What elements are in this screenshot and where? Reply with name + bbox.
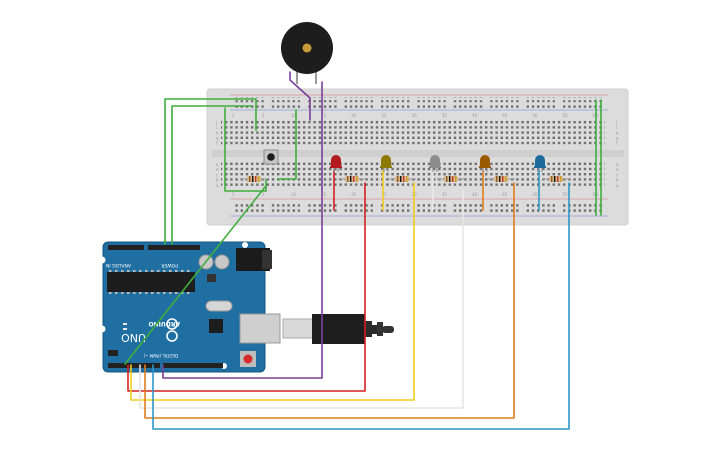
column-number: 5 <box>262 192 265 197</box>
arduino-uno-board[interactable]: POWER ANALOG IN ARDUINO UNO <box>98 241 281 373</box>
row-letter: a <box>616 183 619 188</box>
row-letter: h <box>216 130 219 135</box>
crystal-oscillator <box>205 300 233 312</box>
wire-red[interactable] <box>127 182 366 392</box>
column-number: 15 <box>321 192 327 197</box>
dc-power-jack[interactable] <box>236 248 270 271</box>
row-letter: e <box>216 162 219 167</box>
power-header[interactable] <box>148 245 200 250</box>
column-number: 55 <box>563 113 569 118</box>
column-number: 20 <box>351 192 357 197</box>
wire-white[interactable] <box>139 189 464 409</box>
resistor[interactable] <box>487 176 515 182</box>
column-number: 40 <box>472 113 478 118</box>
row-letter: h <box>616 130 619 135</box>
analog-header-label: ANALOG IN <box>106 262 131 268</box>
bottom-power-rail-2[interactable] <box>234 208 604 214</box>
resistor[interactable] <box>240 176 268 182</box>
column-number: 1 <box>232 192 235 197</box>
atmega-chip <box>107 272 195 292</box>
terminal-block-bottom[interactable] <box>221 162 605 188</box>
capacitor <box>214 254 230 270</box>
arduino-logo-text: ARDUINO <box>149 320 180 327</box>
wire-yellow[interactable] <box>130 182 415 401</box>
top-power-rail-2[interactable] <box>234 103 604 109</box>
column-number: 1 <box>232 113 235 118</box>
top-power-rail-1[interactable] <box>234 97 604 103</box>
column-number: 15 <box>321 113 327 118</box>
column-number: 35 <box>442 192 448 197</box>
row-letter: e <box>616 162 619 167</box>
led-yellow[interactable] <box>380 155 392 172</box>
wire-blue[interactable] <box>152 182 570 430</box>
column-number: 45 <box>502 113 508 118</box>
resistor[interactable] <box>338 176 366 182</box>
row-letter: g <box>616 136 619 141</box>
usb-cable[interactable] <box>282 314 394 344</box>
led-orange[interactable] <box>479 155 491 172</box>
terminal-block-top[interactable] <box>221 120 605 146</box>
resistor[interactable] <box>388 176 416 182</box>
column-number: 45 <box>502 192 508 197</box>
digital-header-low[interactable] <box>108 363 160 368</box>
row-letter: f <box>216 141 218 146</box>
row-letter: d <box>216 167 219 172</box>
column-number: 55 <box>563 192 569 197</box>
digital-header-high[interactable] <box>163 363 223 368</box>
wire-buzzer-purple[interactable] <box>162 71 323 379</box>
power-header-label: POWER <box>161 262 178 268</box>
wire-button-to-pin[interactable] <box>277 109 297 180</box>
pushbutton-icon <box>267 153 275 161</box>
row-letter: f <box>616 141 618 146</box>
row-letter: a <box>216 183 219 188</box>
wire-gnd-green[interactable] <box>171 105 253 245</box>
row-letter: g <box>216 136 219 141</box>
wire-pin2-green[interactable] <box>124 186 266 365</box>
column-number: 40 <box>472 192 478 197</box>
led-blue[interactable] <box>534 155 546 172</box>
piezo-buzzer[interactable] <box>281 22 333 84</box>
column-number: 10 <box>291 192 297 197</box>
bottom-power-rail-1[interactable] <box>234 202 604 208</box>
column-number: 20 <box>351 113 357 118</box>
row-letter: b <box>216 178 219 183</box>
wire-5v-green[interactable] <box>164 98 257 245</box>
row-letter: c <box>216 172 218 177</box>
led-red[interactable] <box>330 155 342 172</box>
row-letter: b <box>616 178 619 183</box>
column-number: 50 <box>532 113 538 118</box>
board-model: UNO <box>121 331 146 344</box>
column-number: 25 <box>381 113 387 118</box>
pushbutton[interactable] <box>263 149 279 165</box>
wire-orange[interactable] <box>144 182 515 419</box>
column-number: 25 <box>381 192 387 197</box>
digital-header-label: DIGITAL (PWM ~) <box>143 353 178 358</box>
row-letter: c <box>616 172 618 177</box>
row-letter: i <box>616 125 617 130</box>
led-gray[interactable] <box>429 155 441 172</box>
usb-connector[interactable] <box>239 313 281 344</box>
column-number: 50 <box>532 192 538 197</box>
wire-button-green[interactable] <box>224 107 267 192</box>
column-number: 30 <box>412 113 418 118</box>
resistor[interactable] <box>437 176 465 182</box>
column-number: 35 <box>442 113 448 118</box>
column-number: 10 <box>291 113 297 118</box>
column-number: 5 <box>262 113 265 118</box>
row-letter: i <box>216 125 217 130</box>
arduino-logo <box>166 318 178 342</box>
resistor[interactable] <box>542 176 570 182</box>
analog-header[interactable] <box>108 245 144 250</box>
row-letter: d <box>616 167 619 172</box>
row-letter: j <box>615 120 617 125</box>
row-letter: j <box>215 120 217 125</box>
